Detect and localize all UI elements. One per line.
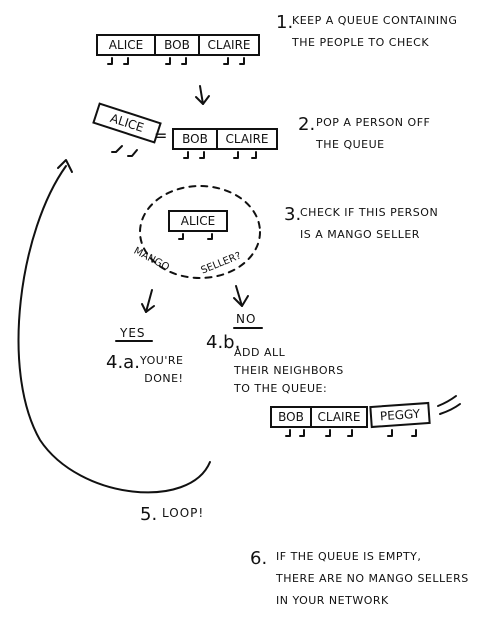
queue2-box: BOB CLAIRE — [172, 128, 278, 150]
step4a-number: 4.a. — [106, 352, 140, 373]
step2-number: 2. — [298, 114, 316, 135]
step3-number: 3. — [284, 204, 302, 225]
queue3-box: BOB CLAIRE — [270, 406, 368, 428]
answer-yes: YES — [120, 326, 146, 340]
step2-text: POP A PERSON OFF THE QUEUE — [316, 116, 431, 151]
answer-no: NO — [236, 312, 257, 326]
arrow-yes — [145, 289, 153, 313]
queue3-new-box: PEGGY — [369, 401, 431, 429]
step1-text: KEEP A QUEUE CONTAINING THE PEOPLE TO CH… — [292, 14, 458, 49]
step4b-number: 4.b. — [206, 332, 241, 353]
step5-number: 5. — [140, 504, 158, 525]
check-person: ALICE — [180, 214, 216, 228]
queue1-cell-bob: BOB — [164, 38, 190, 52]
arrow-no — [235, 285, 243, 307]
step6-text: IF THE QUEUE IS EMPTY, THERE ARE NO MANG… — [276, 550, 469, 607]
step4b-text: ADD ALL THEIR NEIGHBORS TO THE QUEUE: — [234, 346, 344, 395]
check-circle — [139, 185, 261, 279]
queue2-cell-claire: CLAIRE — [225, 132, 269, 146]
queue1-cell-alice: ALICE — [108, 38, 144, 52]
equals-sign: = — [154, 126, 168, 145]
step5-text: LOOP! — [162, 506, 205, 520]
loop-arrow — [17, 165, 211, 494]
arrow-step1-to-step2 — [199, 85, 204, 105]
step6-number: 6. — [250, 548, 268, 569]
step4a-text: YOU'RE DONE! — [140, 354, 184, 385]
queue3-cell-bob: BOB — [278, 410, 304, 424]
queue1-box: ALICE BOB CLAIRE — [96, 34, 260, 56]
queue1-cell-claire: CLAIRE — [207, 38, 251, 52]
check-person-box: ALICE — [168, 210, 228, 232]
queue3-cell-claire: CLAIRE — [317, 410, 361, 424]
queue1-feet — [107, 57, 245, 65]
step3-text: CHECK IF THIS PERSON IS A MANGO SELLER — [300, 206, 439, 241]
queue2-cell-bob: BOB — [182, 132, 208, 146]
queue3-cell-peggy: PEGGY — [379, 406, 421, 424]
step1-number: 1. — [276, 12, 294, 33]
